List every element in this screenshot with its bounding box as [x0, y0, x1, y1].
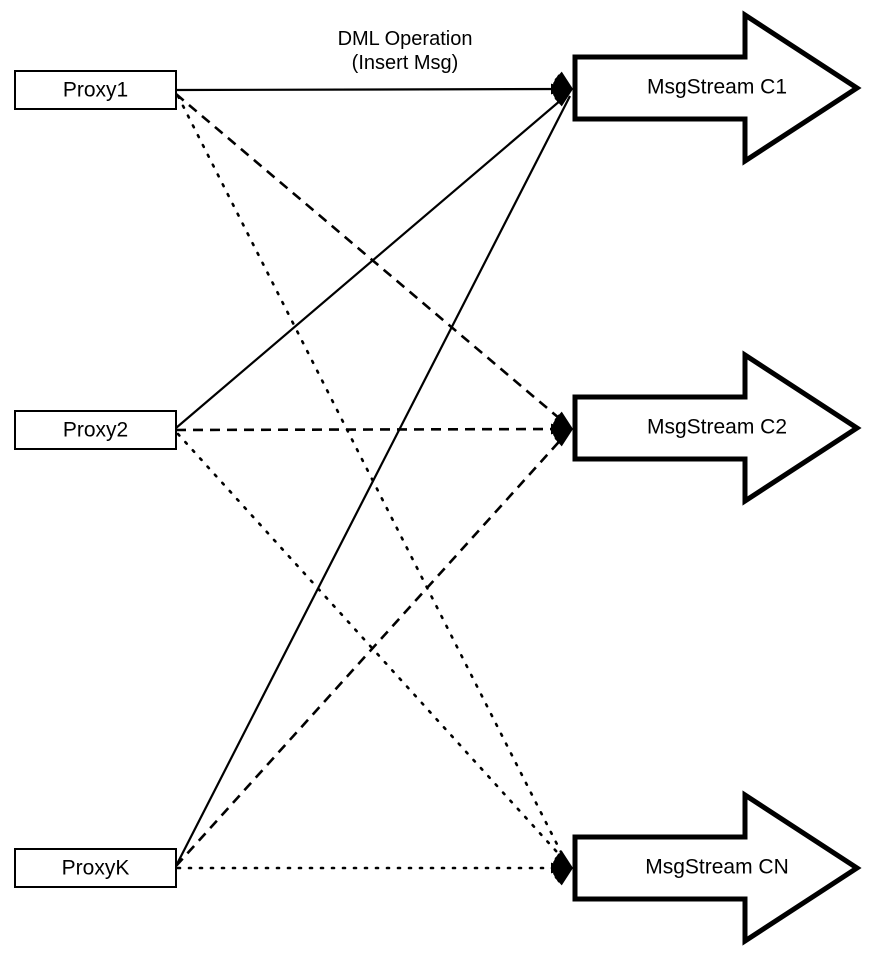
annotation-dml-operation-label: DML Operation(Insert Msg): [338, 28, 473, 74]
stream-node-stream_cn[interactable]: MsgStream CN: [572, 790, 862, 946]
annotation-line-1: DML Operation: [338, 28, 473, 50]
connection-p2-c1: [175, 93, 569, 429]
stream-arrow-shape: [572, 350, 862, 506]
arrowhead-tip: [551, 423, 573, 435]
stream-arrow-shape: [572, 10, 862, 166]
arrowhead-tip: [554, 411, 573, 429]
connections-layer: [175, 87, 571, 870]
stream-node-stream_c1[interactable]: MsgStream C1: [572, 10, 862, 166]
annotations-layer: DML Operation(Insert Msg): [338, 28, 473, 74]
arrowhead-tip: [551, 862, 573, 874]
arrowhead-tip: [552, 89, 573, 104]
stream-node-stream_c2[interactable]: MsgStream C2: [572, 350, 862, 506]
arrowheads-layer: [551, 71, 573, 886]
proxy-box-rect: [14, 70, 177, 110]
arrowhead-tip: [551, 83, 573, 95]
proxy-node-proxy1[interactable]: Proxy1: [14, 70, 177, 110]
connection-p1-cn: [176, 94, 568, 864]
arrowhead-tip: [554, 71, 573, 89]
proxy-box-rect: [14, 848, 177, 888]
proxy-box-rect: [14, 410, 177, 450]
annotation-line-2: (Insert Msg): [352, 52, 459, 74]
arrowhead-cluster-head-c1: [551, 71, 573, 107]
stream-label: MsgStream C2: [647, 416, 787, 439]
proxy-label: ProxyK: [62, 857, 130, 880]
proxy-node-proxy2[interactable]: Proxy2: [14, 410, 177, 450]
streams-layer: MsgStream C1 MsgStream C2 MsgStream CN: [572, 10, 862, 946]
connection-p1-c1: [175, 87, 569, 92]
proxy-label: Proxy1: [63, 79, 128, 102]
arrowhead-cluster-head-cn: [551, 850, 573, 886]
arrowhead-cluster-head-c2: [551, 411, 573, 447]
proxy-node-proxyk[interactable]: ProxyK: [14, 848, 177, 888]
proxy-label: Proxy2: [63, 419, 128, 442]
connection-p1-c2: [175, 93, 567, 425]
arrowhead-tip: [552, 868, 573, 883]
stream-label: MsgStream CN: [645, 856, 789, 879]
connection-pk-c1: [175, 95, 571, 867]
stream-arrow-shape: [572, 790, 862, 946]
arrowhead-tip: [552, 429, 573, 444]
stream-label: MsgStream C1: [647, 76, 787, 99]
connection-p2-c2: [175, 427, 567, 432]
connection-pk-c2: [175, 433, 567, 867]
arrowhead-tip: [554, 850, 573, 868]
